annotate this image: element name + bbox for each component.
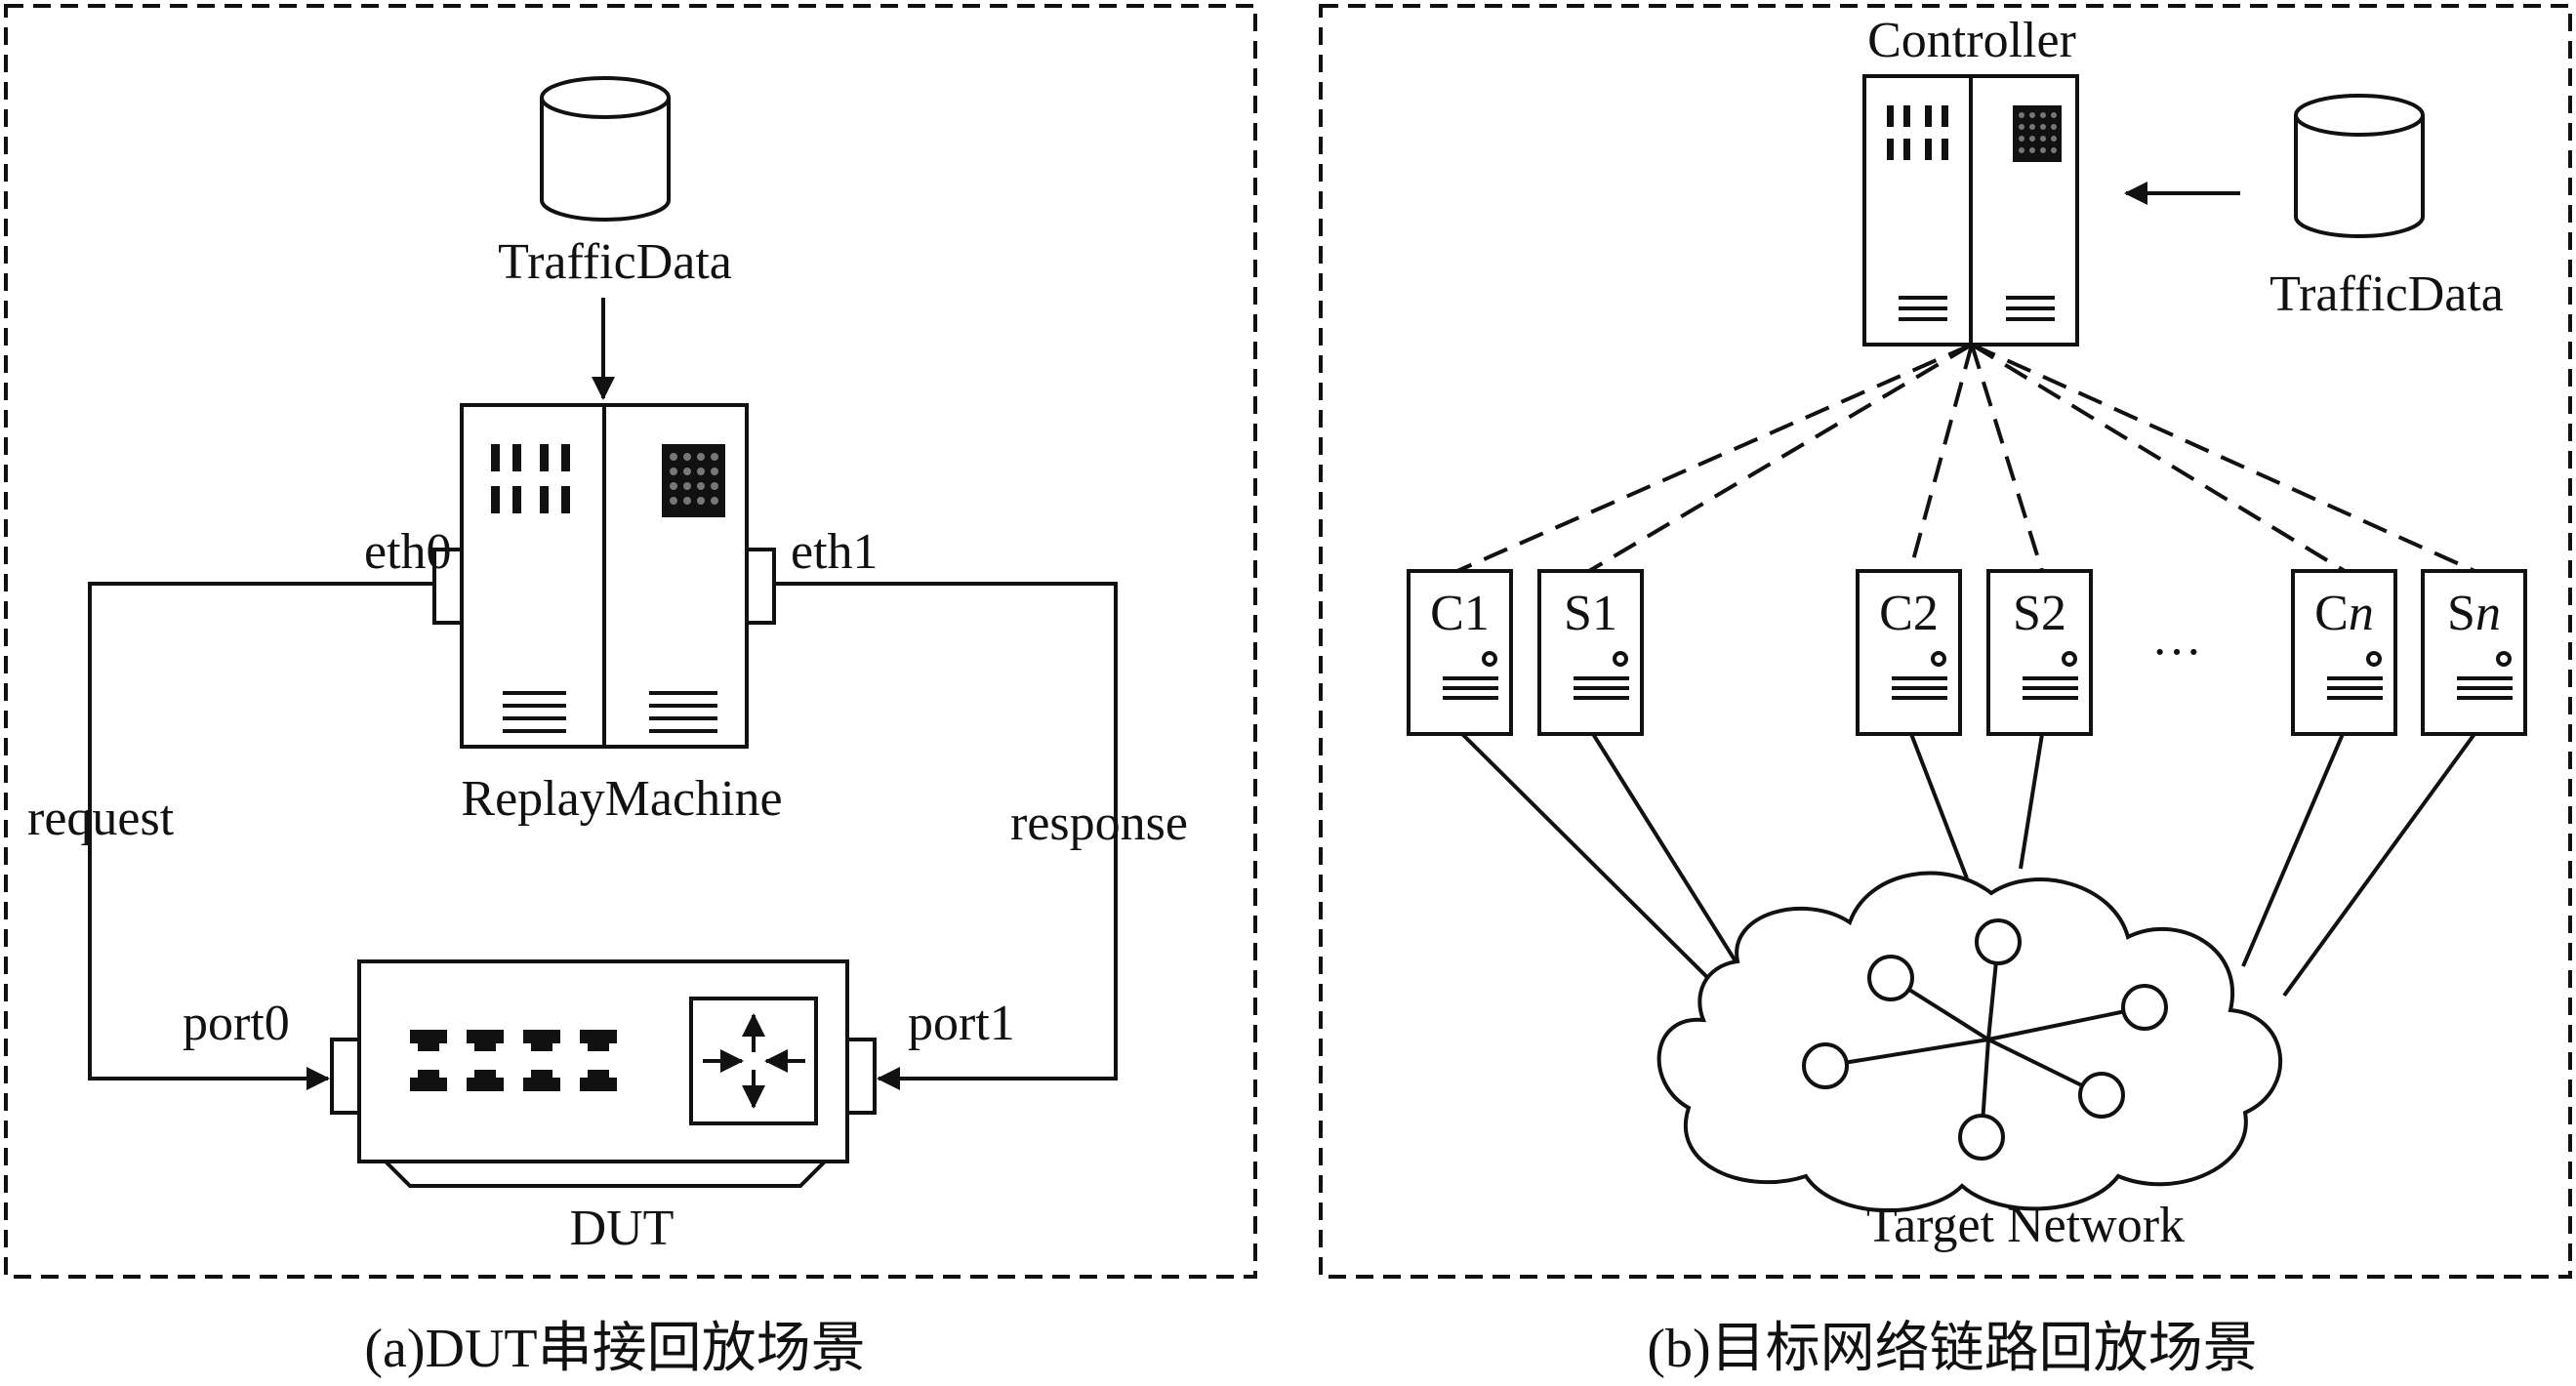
server-rack-icon bbox=[1862, 74, 2079, 346]
network-node bbox=[2121, 984, 2168, 1031]
panel-b-frame bbox=[1319, 4, 2572, 1279]
port1-port bbox=[845, 1038, 877, 1115]
host-label-suffix: n bbox=[2475, 586, 2501, 641]
port1-label: port1 bbox=[908, 996, 1015, 1051]
network-links bbox=[1460, 732, 2476, 1012]
eth0-label: eth0 bbox=[364, 524, 452, 580]
host-tower-icon: Cn bbox=[2291, 569, 2397, 736]
database-icon bbox=[540, 76, 671, 222]
host-tower-icon: S2 bbox=[1986, 569, 2093, 736]
panel-a-frame bbox=[4, 4, 1257, 1279]
eth1-port bbox=[745, 548, 776, 625]
ellipsis: ··· bbox=[2151, 625, 2202, 680]
host-label: Sn bbox=[2447, 586, 2501, 641]
eth0-port bbox=[432, 548, 464, 625]
host-group: C1 S1 C2 S2 Cn Sn bbox=[1407, 569, 2527, 736]
panel-b: Controller Traf bbox=[1319, 4, 2572, 1379]
eth1-label: eth1 bbox=[791, 524, 879, 580]
host-label: C1 bbox=[1430, 586, 1490, 641]
network-node bbox=[2078, 1072, 2125, 1119]
host-tower-icon: S1 bbox=[1537, 569, 1644, 736]
port0-port bbox=[330, 1038, 361, 1115]
network-node bbox=[1867, 955, 1914, 1001]
database-icon bbox=[2294, 94, 2425, 238]
replay-machine-label: ReplayMachine bbox=[461, 771, 782, 827]
topology bbox=[1802, 918, 2168, 1161]
caption-a: (a)DUT串接回放场景 bbox=[364, 1319, 865, 1379]
host-label: S1 bbox=[1564, 586, 1617, 641]
host-tower-icon: C1 bbox=[1407, 569, 1513, 736]
request-path bbox=[88, 582, 434, 1090]
caption-b: (b)目标网络链路回放场景 bbox=[1647, 1319, 2257, 1379]
traffic-data-label-a: TrafficData bbox=[498, 234, 732, 290]
host-label: Cn bbox=[2314, 586, 2374, 641]
router-icon bbox=[689, 997, 818, 1125]
host-label-suffix: n bbox=[2349, 586, 2374, 641]
response-path bbox=[774, 582, 1118, 1090]
dut-label: DUT bbox=[570, 1201, 675, 1256]
port0-label: port0 bbox=[183, 996, 290, 1051]
host-label: C2 bbox=[1879, 586, 1939, 641]
panel-a: TrafficData bbox=[4, 4, 1257, 1379]
network-node bbox=[1975, 918, 2022, 965]
host-label: S2 bbox=[2013, 586, 2066, 641]
controller-label: Controller bbox=[1867, 13, 2076, 68]
network-switch-icon bbox=[330, 959, 877, 1188]
traffic-data-label-b: TrafficData bbox=[2269, 266, 2504, 322]
host-tower-icon: C2 bbox=[1856, 569, 1962, 736]
response-label: response bbox=[1010, 795, 1188, 851]
server-rack-icon bbox=[432, 403, 776, 749]
target-network-label: Target Network bbox=[1866, 1198, 2185, 1253]
network-node bbox=[1802, 1042, 1849, 1089]
host-tower-icon: Sn bbox=[2421, 569, 2527, 736]
control-links bbox=[1456, 343, 2475, 573]
network-node bbox=[1958, 1114, 2005, 1161]
request-label: request bbox=[27, 791, 175, 846]
